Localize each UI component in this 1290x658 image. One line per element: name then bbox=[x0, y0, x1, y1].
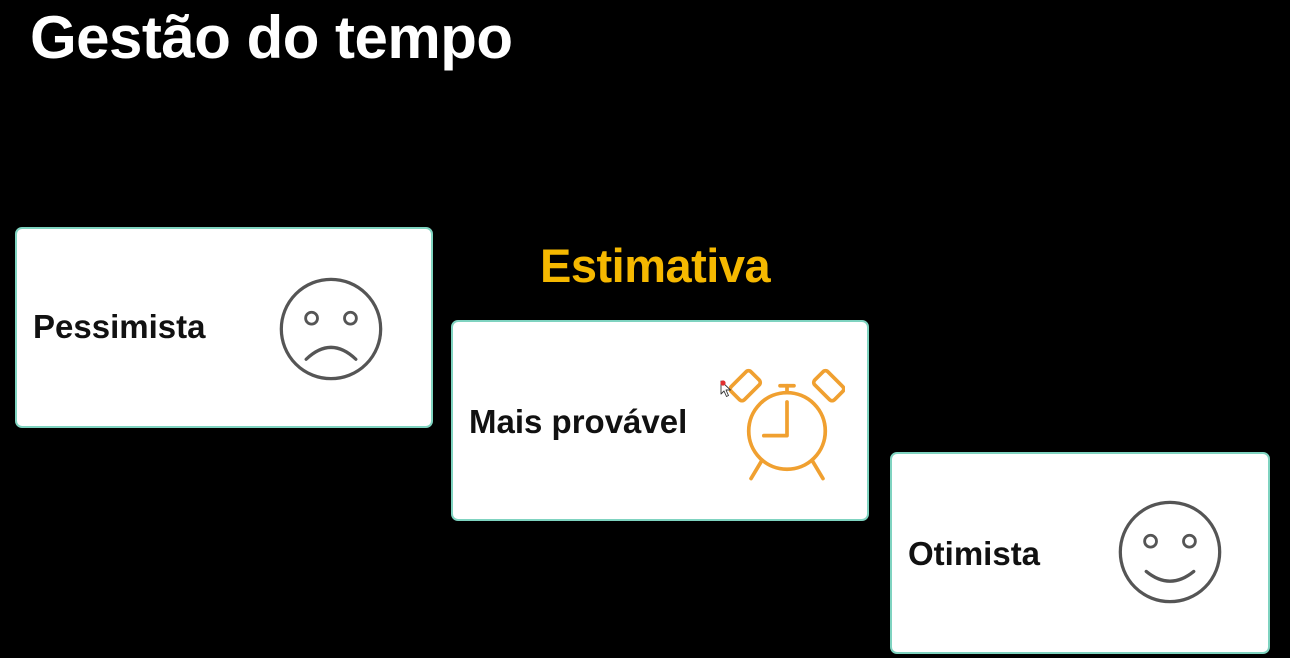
pessimistic-card: Pessimista bbox=[15, 227, 433, 428]
page-title: Gestão do tempo bbox=[30, 4, 513, 71]
most-likely-label: Mais provável bbox=[469, 403, 688, 440]
optimistic-label: Otimista bbox=[908, 535, 1041, 572]
sad-face-icon bbox=[279, 277, 383, 381]
mouse-pointer-icon bbox=[720, 380, 731, 397]
pessimistic-label: Pessimista bbox=[33, 308, 206, 345]
happy-face-icon bbox=[1118, 500, 1222, 604]
most-likely-card: Mais provável bbox=[451, 320, 869, 521]
alarm-clock-icon bbox=[729, 368, 845, 481]
estimate-heading: Estimativa bbox=[540, 239, 771, 292]
optimistic-card: Otimista bbox=[890, 452, 1270, 654]
